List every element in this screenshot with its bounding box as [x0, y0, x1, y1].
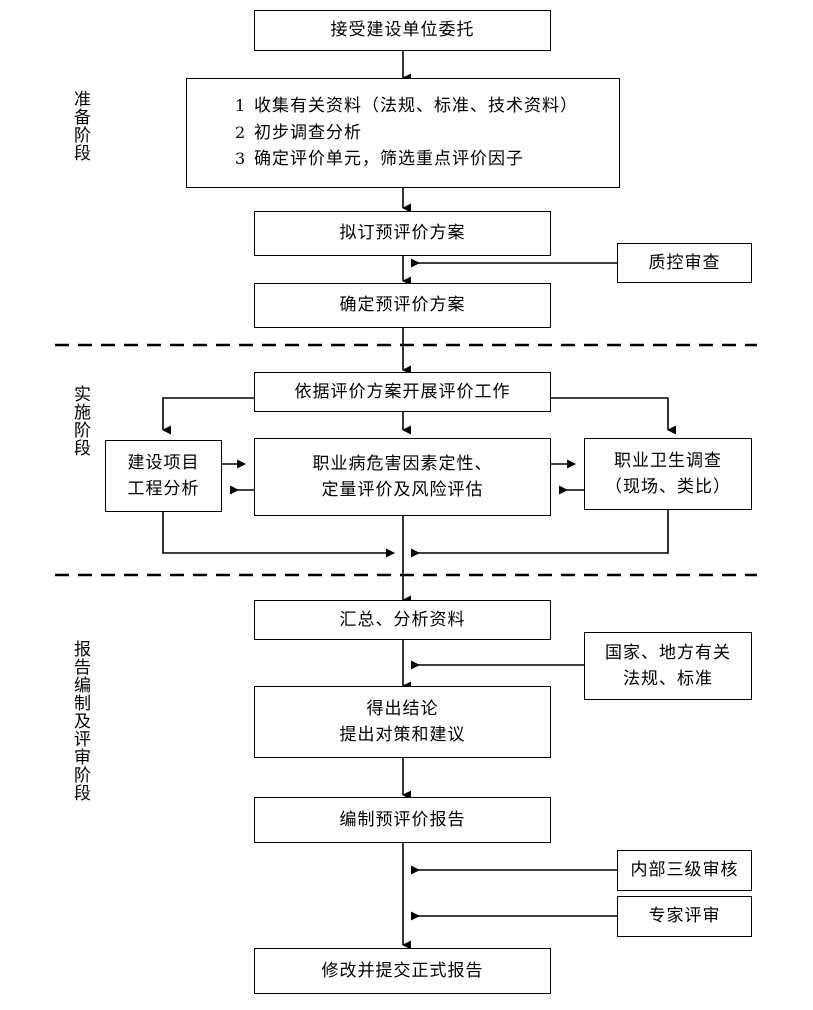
prep-list-item-3-text: 确定评价单元，筛选重点评价因子 — [254, 149, 524, 170]
prep-list-item-3: 3 确定评价单元，筛选重点评价因子 — [235, 146, 524, 172]
node-conclusion-line2: 提出对策和建议 — [339, 725, 466, 745]
prep-list-item-2-text: 初步调查分析 — [254, 122, 362, 143]
node-qc-review[interactable]: 质控审查 — [617, 243, 752, 283]
node-draft-plan[interactable]: 拟订预评价方案 — [254, 211, 551, 256]
node-confirm-plan-label: 确定预评价方案 — [339, 295, 466, 316]
arrow-survey-to-collector — [411, 510, 669, 558]
node-internal-review[interactable]: 内部三级审核 — [617, 850, 752, 891]
node-laws-standards-line1: 国家、地方有关 — [605, 642, 731, 663]
node-draft-plan-label: 拟订预评价方案 — [339, 223, 466, 244]
node-conclusion-line1: 得出结论 — [366, 698, 439, 719]
node-carry-out-assessment-label: 依据评价方案开展评价工作 — [294, 381, 511, 402]
prep-list-item-1-number: 1 — [235, 96, 247, 116]
node-engineering-analysis-line1: 建设项目 — [127, 452, 200, 473]
stage-label-preparation: 准备阶段 — [70, 90, 90, 162]
node-summarize-analyze[interactable]: 汇总、分析资料 — [254, 600, 551, 640]
stage-label-report: 报告编制及评审阶段 — [70, 640, 90, 802]
prep-list-item-2: 2 初步调查分析 — [235, 120, 362, 146]
node-compile-report[interactable]: 编制预评价报告 — [254, 797, 551, 843]
prep-list-item-3-number: 3 — [235, 149, 247, 169]
node-confirm-plan[interactable]: 确定预评价方案 — [254, 283, 551, 328]
node-expert-review-label: 专家评审 — [648, 906, 721, 927]
prep-list-item-1: 1 收集有关资料（法规、标准、技术资料） — [235, 93, 578, 119]
node-hygiene-survey-line2: （现场、类比） — [605, 477, 731, 497]
node-laws-standards-line2: 法规、标准 — [623, 669, 713, 689]
node-summarize-analyze-label: 汇总、分析资料 — [339, 609, 466, 630]
prep-list-item-2-number: 2 — [235, 122, 247, 142]
node-hygiene-survey-line1: 职业卫生调查 — [614, 450, 722, 471]
node-accept-commission-label: 接受建设单位委托 — [330, 20, 475, 41]
arrow-carryout-to-engineering — [162, 397, 254, 435]
node-accept-commission[interactable]: 接受建设单位委托 — [254, 10, 551, 51]
stage-label-implementation: 实施阶段 — [70, 385, 90, 457]
node-conclusion[interactable]: 得出结论 提出对策和建议 — [254, 686, 551, 758]
node-preparation-list[interactable]: 1 收集有关资料（法规、标准、技术资料） 2 初步调查分析 3 确定评价单元，筛选重点… — [186, 78, 620, 188]
node-qualitative-quantitative-line1: 职业病危害因素定性、 — [312, 453, 493, 474]
prep-list-item-1-text: 收集有关资料（法规、标准、技术资料） — [254, 96, 578, 117]
node-hygiene-survey[interactable]: 职业卫生调查 （现场、类比） — [584, 438, 752, 510]
node-qc-review-label: 质控审查 — [648, 252, 721, 273]
arrow-engineering-to-collector — [162, 512, 395, 558]
node-laws-standards[interactable]: 国家、地方有关 法规、标准 — [584, 632, 752, 700]
node-carry-out-assessment[interactable]: 依据评价方案开展评价工作 — [254, 372, 551, 412]
node-engineering-analysis-line2: 工程分析 — [127, 479, 200, 499]
node-qualitative-quantitative-line2: 定量评价及风险评估 — [321, 480, 484, 500]
node-qualitative-quantitative-assessment[interactable]: 职业病危害因素定性、 定量评价及风险评估 — [254, 438, 551, 516]
node-final-report-label: 修改并提交正式报告 — [321, 960, 484, 981]
node-expert-review[interactable]: 专家评审 — [617, 896, 752, 937]
node-internal-review-label: 内部三级审核 — [630, 860, 739, 881]
arrow-carryout-to-survey — [551, 397, 676, 435]
node-compile-report-label: 编制预评价报告 — [339, 809, 466, 830]
node-final-report[interactable]: 修改并提交正式报告 — [254, 948, 551, 994]
node-engineering-analysis[interactable]: 建设项目 工程分析 — [105, 440, 222, 512]
